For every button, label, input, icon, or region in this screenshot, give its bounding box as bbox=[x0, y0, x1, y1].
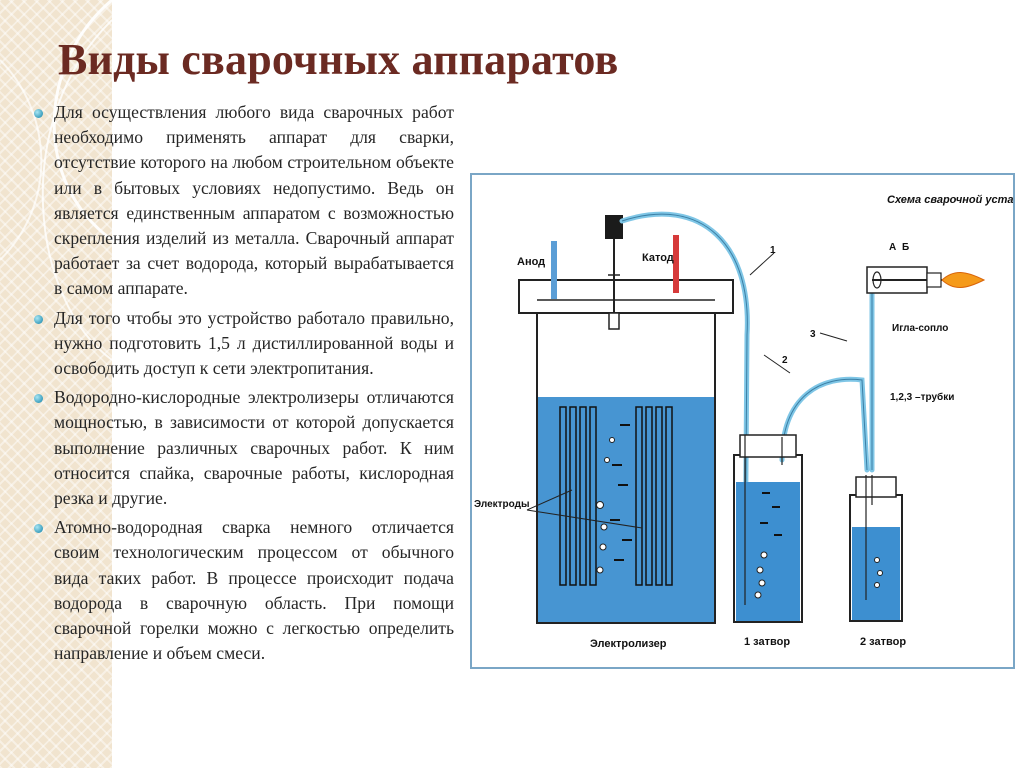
bullet-icon bbox=[34, 109, 43, 118]
paragraph-3: Водородно-кислородные электролизеры отли… bbox=[32, 385, 454, 511]
bullet-icon bbox=[34, 394, 43, 404]
needle-nozzle bbox=[866, 266, 942, 294]
nozzle-label: Игла-сопло bbox=[892, 323, 948, 334]
tube-number-2: 2 bbox=[782, 355, 788, 366]
electrodes-group bbox=[559, 406, 673, 586]
decorative-side-stripe bbox=[0, 0, 112, 768]
nozzle-label-b: Б bbox=[902, 242, 909, 253]
paragraph-text: Для того чтобы это устройство работало п… bbox=[54, 307, 454, 379]
text-block: Для осуществления любого вида сварочных … bbox=[32, 100, 454, 670]
welding-diagram-svg: Схема сварочной установки. bbox=[474, 194, 1013, 650]
valve-1-label: 1 затвор bbox=[744, 636, 790, 648]
valve-2 bbox=[849, 475, 903, 622]
paragraph-text: Водородно-кислородные электролизеры отли… bbox=[54, 387, 454, 509]
pointer-lines bbox=[526, 252, 848, 529]
electrolyzer-tank bbox=[518, 279, 734, 624]
bullet-icon bbox=[34, 524, 43, 534]
tubes-label: 1,2,3 –трубки bbox=[890, 391, 954, 403]
nozzle-label-a: А bbox=[889, 242, 896, 253]
welding-diagram: Схема сварочной установки. bbox=[470, 173, 1015, 669]
gas-bubbles bbox=[596, 437, 615, 574]
paragraph-2: Для того чтобы это устройство работало п… bbox=[32, 306, 454, 382]
bullet-icon bbox=[34, 314, 43, 324]
electrodes-label: Электроды bbox=[474, 499, 530, 510]
paragraph-1: Для осуществления любого вида сварочных … bbox=[32, 100, 454, 302]
cathode-rod bbox=[673, 235, 679, 293]
valve-1 bbox=[733, 434, 803, 623]
anode-rod bbox=[551, 241, 557, 299]
cathode-label: Катод bbox=[642, 252, 674, 264]
electrolyzer-label: Электролизер bbox=[590, 638, 667, 650]
paragraph-4: Атомно-водородная сварка немного отличае… bbox=[32, 515, 454, 666]
tube-number-3: 3 bbox=[810, 329, 816, 340]
tube-number-1: 1 bbox=[770, 245, 776, 256]
anode-label: Анод bbox=[517, 256, 545, 268]
paragraph-text: Для осуществления любого вида сварочных … bbox=[54, 102, 454, 299]
paragraph-text: Атомно-водородная сварка немного отличае… bbox=[54, 517, 454, 664]
page-title: Виды сварочных аппаратов bbox=[58, 35, 619, 84]
gas-dashes bbox=[610, 424, 632, 561]
diagram-caption: Схема сварочной установки. bbox=[887, 194, 1013, 206]
valve-2-label: 2 затвор bbox=[860, 636, 906, 648]
decorative-arcs bbox=[0, 0, 112, 361]
gas-outlet-plug bbox=[605, 215, 623, 239]
flame-icon bbox=[941, 272, 986, 288]
